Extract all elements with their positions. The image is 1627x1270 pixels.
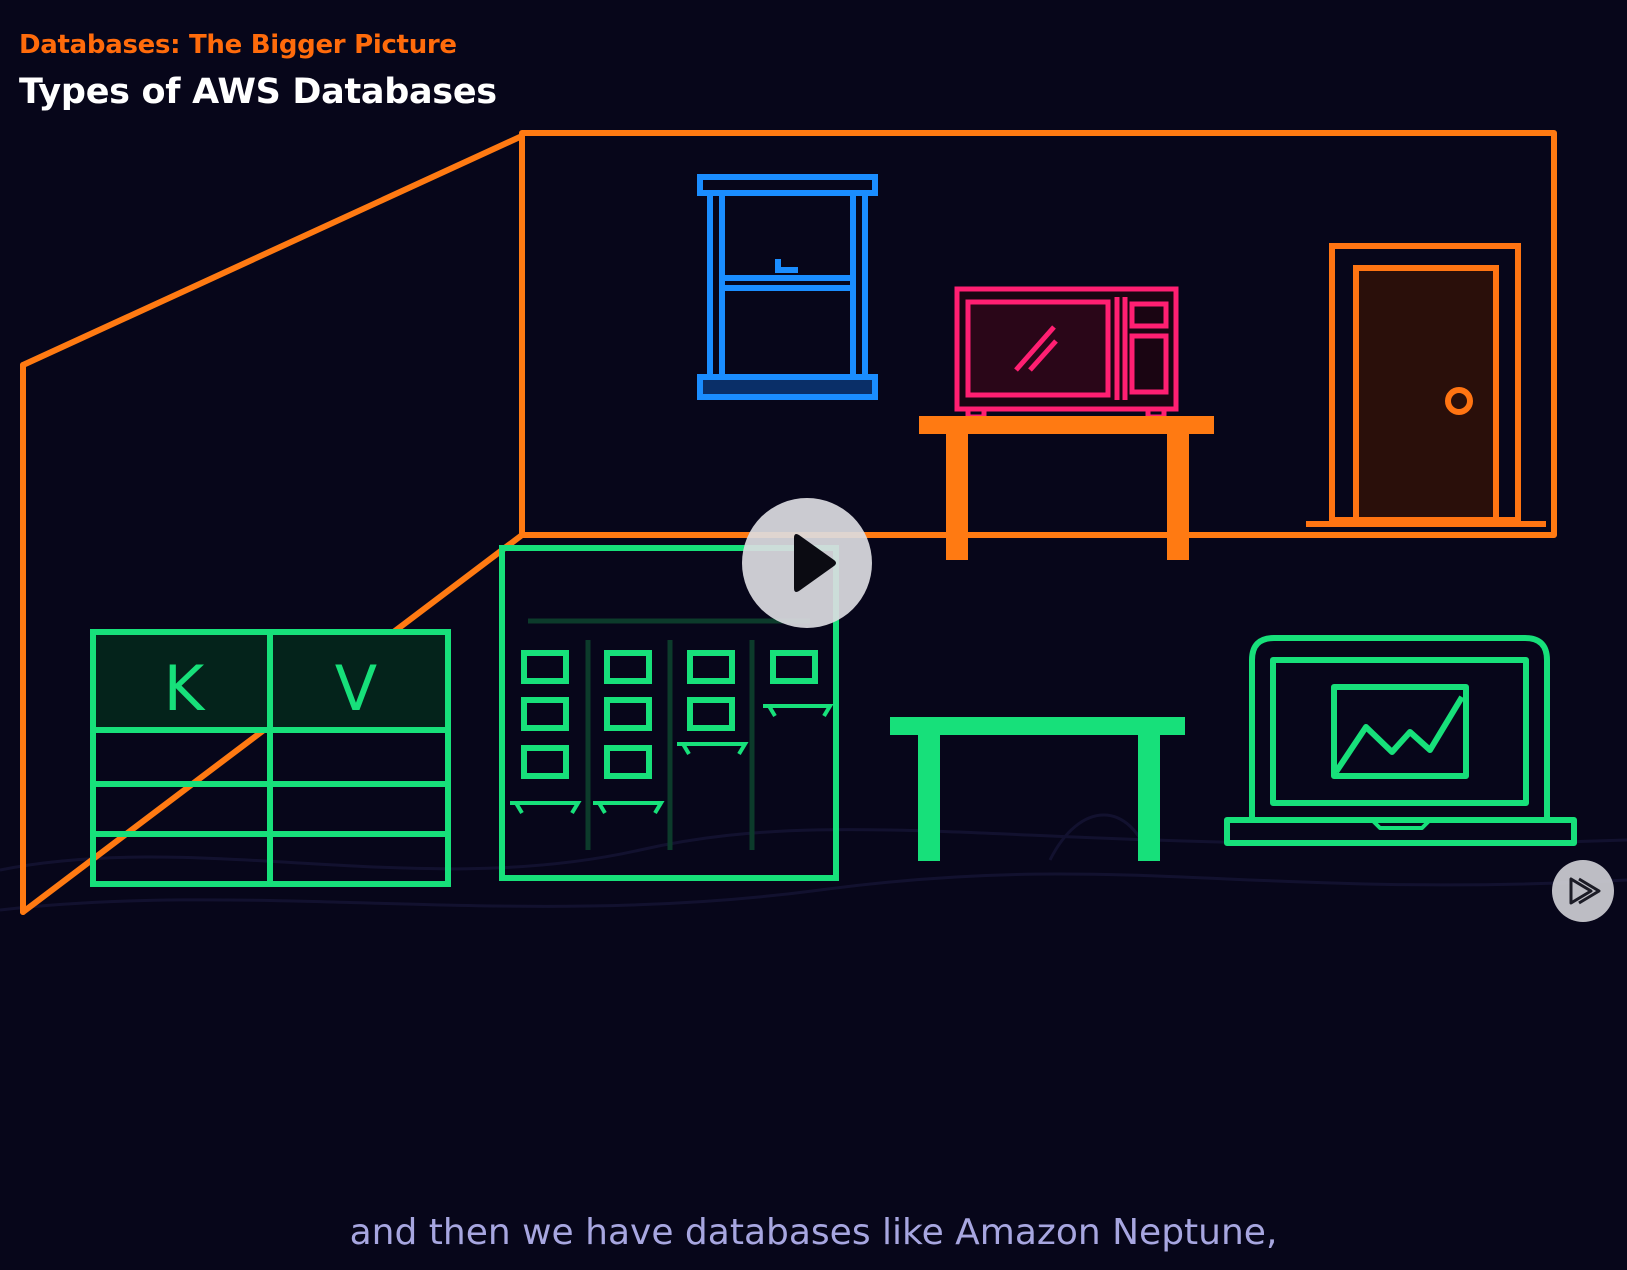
play-icon — [794, 534, 836, 592]
window-icon — [697, 174, 878, 400]
orange-table — [919, 416, 1214, 560]
document-board-icon — [499, 545, 839, 881]
green-table — [890, 717, 1185, 861]
module-title: Types of AWS Databases — [19, 72, 497, 112]
subtitle-caption: and then we have databases like Amazon N… — [349, 1212, 1278, 1253]
skip-forward-icon — [1569, 877, 1601, 905]
house-outline — [20, 130, 1557, 915]
door-icon — [1306, 243, 1546, 527]
play-button[interactable] — [742, 498, 872, 628]
skip-forward-button[interactable] — [1552, 860, 1614, 922]
microwave-icon — [954, 286, 1179, 420]
key-label: K — [164, 652, 206, 725]
laptop-chart-icon — [1224, 635, 1577, 846]
course-title: Databases: The Bigger Picture — [19, 30, 457, 60]
key-value-table-icon — [90, 629, 451, 887]
value-label: V — [335, 652, 377, 725]
